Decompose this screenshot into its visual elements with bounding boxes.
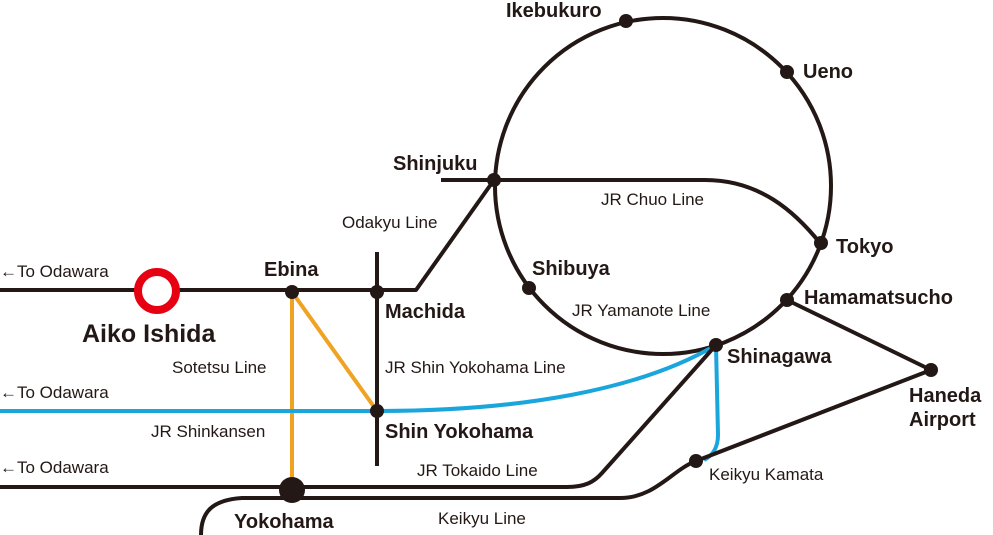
shin-yokohama-station-dot [370, 404, 384, 418]
hamamatsucho-label: Hamamatsucho [804, 287, 953, 309]
tokaido-line [0, 343, 718, 489]
keikyu-line [199, 368, 932, 535]
station-labels: Ikebukuro Ueno Shinjuku Tokyo Shibuya Ha… [234, 0, 982, 533]
haneda-airport-station-dot [924, 363, 938, 377]
haneda-branch-line [786, 298, 932, 372]
chuo-line [441, 178, 822, 245]
ebina-station-dot [285, 285, 299, 299]
shinagawa-station-dot [709, 338, 723, 352]
sotetsu-line [290, 290, 379, 490]
odakyu-direction-label: ←To Odawara [0, 262, 109, 281]
shinkansen-direction-label: ←To Odawara [0, 383, 109, 402]
hamamatsucho-station-dot [780, 293, 794, 307]
ikebukuro-label: Ikebukuro [506, 0, 602, 22]
keikyu-kamata-station-dot [689, 454, 703, 468]
haneda-label-line1: Haneda [909, 385, 982, 407]
home-location-marker [134, 268, 180, 314]
shin-yokohama-label: Shin Yokohama [385, 421, 534, 443]
machida-label: Machida [385, 301, 466, 323]
ebina-label: Ebina [264, 259, 319, 281]
shibuya-label: Shibuya [532, 258, 611, 280]
haneda-label-line2: Airport [909, 409, 976, 431]
direction-labels: ←To Odawara ←To Odawara ←To Odawara [0, 262, 109, 477]
ikebukuro-station-dot [619, 14, 633, 28]
shinjuku-label: Shinjuku [393, 153, 477, 175]
keikyu-kamata-label: Keikyu Kamata [709, 465, 824, 484]
yamanote-line-label: JR Yamanote Line [572, 301, 710, 320]
tokyo-station-dot [814, 236, 828, 250]
shinagawa-label: Shinagawa [727, 346, 832, 368]
rail-lines [0, 16, 932, 535]
station-markers [279, 14, 938, 503]
yokohama-station-dot [279, 477, 305, 503]
ueno-label: Ueno [803, 61, 853, 83]
shinkansen-line-label: JR Shinkansen [151, 422, 265, 441]
chuo-line-label: JR Chuo Line [601, 190, 704, 209]
tokaido-direction-label: ←To Odawara [0, 458, 109, 477]
ueno-station-dot [780, 65, 794, 79]
line-labels: Odakyu Line JR Chuo Line JR Yamanote Lin… [151, 190, 710, 528]
odakyu-line-label: Odakyu Line [342, 213, 437, 232]
sotetsu-line-label: Sotetsu Line [172, 358, 267, 377]
machida-station-dot [370, 285, 384, 299]
tokaido-line-label: JR Tokaido Line [417, 461, 538, 480]
shibuya-station-dot [522, 281, 536, 295]
shinkansen-line [0, 343, 720, 462]
keikyu-line-label: Keikyu Line [438, 509, 526, 528]
yokohama-label: Yokohama [234, 511, 335, 533]
shin-yokohama-line-label: JR Shin Yokohama Line [385, 358, 566, 377]
home-label: Aiko Ishida [82, 320, 216, 348]
tokyo-label: Tokyo [836, 236, 893, 258]
shinjuku-station-dot [487, 173, 501, 187]
